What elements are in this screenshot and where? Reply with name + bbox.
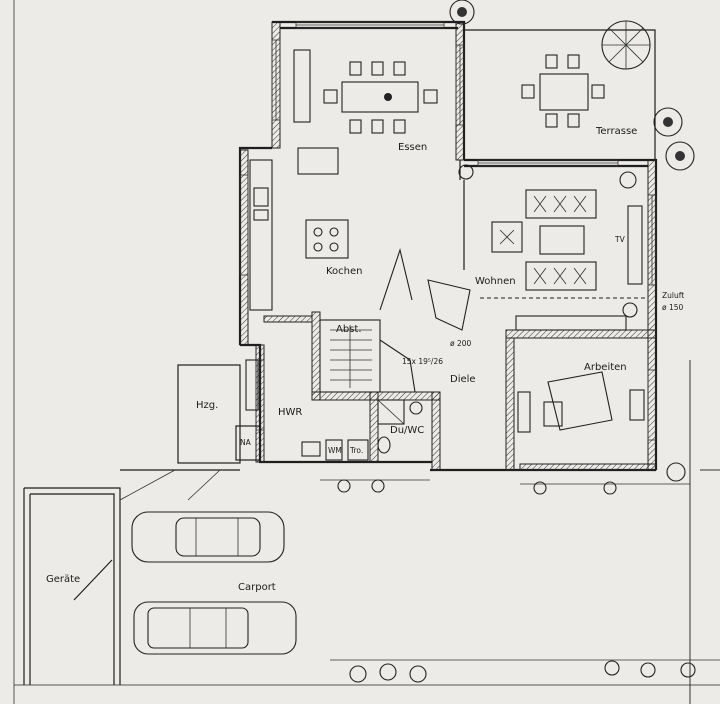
label-hwr: HWR (278, 407, 302, 418)
dining-set (293, 49, 438, 175)
label-geraete: Geräte (46, 574, 80, 585)
interior-walls (263, 160, 657, 471)
supply-size: ø 150 (662, 303, 684, 312)
staircase (319, 248, 416, 393)
windows (239, 21, 657, 441)
label-terrasse: Terrasse (595, 126, 637, 137)
label-kochen: Kochen (326, 266, 363, 277)
label-wohnen: Wohnen (475, 276, 516, 287)
label-tv: TV (614, 235, 626, 244)
sanitary (301, 399, 423, 461)
utility-rooms (177, 359, 261, 464)
stairs-annotation: 15x 19⁵/26 (402, 357, 443, 366)
label-na: NA (240, 438, 252, 447)
terrace-table (521, 54, 605, 128)
label-diele: Diele (450, 374, 476, 385)
flue-annotation: ø 200 (450, 339, 472, 348)
plant-symbols (449, 0, 695, 482)
label-arbeiten: Arbeiten (584, 362, 627, 373)
label-carport: Carport (238, 582, 276, 593)
terrace-parasol (601, 20, 651, 70)
living-furniture (427, 189, 648, 331)
car-upper (131, 511, 285, 563)
label-wm: WM (328, 446, 342, 455)
car-lower (133, 601, 297, 655)
kitchen-fittings (249, 159, 349, 311)
bushes-house (320, 479, 690, 495)
label-hzg: Hzg. (196, 400, 218, 411)
label-essen: Essen (398, 142, 427, 153)
label-du-wc: Du/WC (390, 425, 424, 436)
label-abst: Abst. (336, 324, 362, 335)
bushes-bottom (330, 659, 720, 683)
label-tro: Tro. (349, 446, 363, 455)
supply-label: Zuluft (662, 291, 684, 300)
study-furniture (517, 371, 645, 433)
carport (23, 469, 240, 685)
